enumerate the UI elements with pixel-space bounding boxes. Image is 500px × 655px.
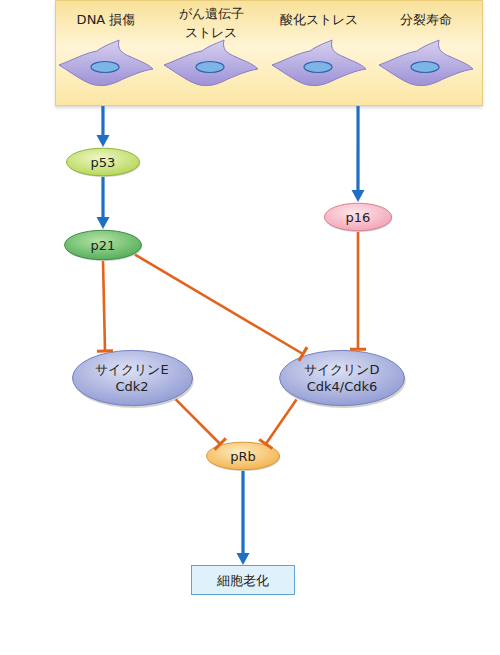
protein-ellipse: p53: [65, 147, 141, 177]
node-label: サイクリンD Cdk4/Cdk6: [300, 361, 384, 395]
protein-ellipse: pRb: [205, 441, 281, 471]
connector-line: [101, 106, 104, 137]
cell-icon: [59, 40, 153, 86]
node-content: pRb: [205, 441, 281, 471]
stimulus-band: DNA 損傷 がん遺伝子 ストレス 酸化ストレス 分裂寿命: [55, 0, 483, 106]
node-content: サイクリンE Cdk2: [70, 348, 195, 408]
node-content: p16: [323, 202, 393, 232]
cell-icon: [164, 40, 258, 86]
activation-arrow: [237, 471, 250, 565]
ellipse-outline: [207, 442, 280, 470]
node-content: p21: [63, 229, 143, 261]
connector-line: [215, 438, 226, 449]
cell-icon: [379, 40, 473, 86]
node-label: p16: [346, 209, 371, 226]
ellipse-outline: [72, 350, 192, 405]
activation-arrow: [352, 106, 365, 202]
node-label: p53: [91, 154, 116, 171]
outcome-box: 細胞老化: [191, 565, 295, 595]
connector-line: [299, 347, 307, 361]
ellipse-outline: [65, 230, 142, 259]
ellipse-outline: [324, 203, 391, 231]
stimulus-label: がん遺伝子 ストレス: [175, 4, 247, 42]
inhibition-connector: [259, 399, 296, 448]
connector-line: [135, 255, 303, 354]
protein-ellipse: p16: [323, 202, 393, 232]
connector-line: [241, 471, 244, 555]
activation-arrow: [97, 177, 110, 229]
inhibition-connector: [176, 399, 226, 449]
inhibition-connector: [350, 232, 366, 349]
arrow-head: [97, 217, 110, 229]
arrow-head: [96, 135, 109, 147]
activation-arrow: [96, 106, 109, 147]
node-label: p21: [91, 237, 116, 254]
ellipse-shape: [70, 348, 195, 408]
connector-line: [101, 177, 104, 219]
node-content: 細胞老化: [192, 566, 294, 594]
protein-ellipse: p21: [63, 229, 143, 261]
stimulus-label: DNA 損傷: [77, 10, 136, 29]
stimulus-label: 分裂寿命: [400, 10, 452, 29]
connector-line: [266, 399, 297, 444]
node-label: 細胞老化: [217, 572, 269, 589]
connector-line: [350, 348, 366, 351]
ellipse-outline: [280, 350, 405, 405]
connector-line: [356, 106, 359, 192]
node-label: pRb: [230, 448, 256, 465]
cell-icon: [272, 40, 366, 86]
node-label: サイクリンE Cdk2: [90, 361, 174, 395]
node-content: p53: [65, 147, 141, 177]
complex-ellipse: サイクリンD Cdk4/Cdk6: [277, 348, 407, 408]
ellipse-outline: [67, 148, 140, 176]
connector-line: [176, 399, 220, 444]
ellipse-shape: [277, 348, 407, 408]
inhibition-connector: [135, 255, 307, 361]
inhibition-connector: [97, 261, 113, 351]
connector-line: [97, 349, 113, 352]
connector-line: [259, 439, 272, 448]
arrow-head: [352, 190, 365, 202]
connector-line: [103, 261, 105, 351]
connector-line: [357, 232, 360, 349]
node-content: サイクリンD Cdk4/Cdk6: [277, 348, 407, 408]
arrow-head: [237, 553, 250, 565]
stimulus-label: 酸化ストレス: [280, 10, 358, 29]
complex-ellipse: サイクリンE Cdk2: [70, 348, 195, 408]
